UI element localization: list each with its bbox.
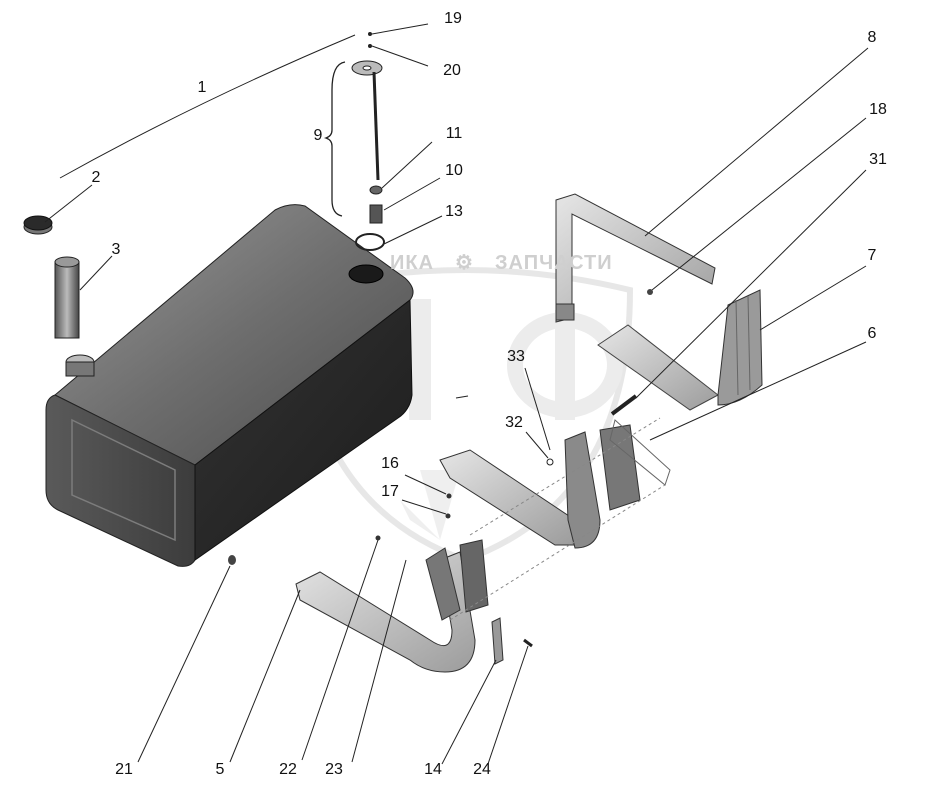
leader-22 — [301, 539, 379, 761]
part-bolt-24 — [523, 638, 533, 648]
leader-17 — [401, 499, 447, 515]
callout-31: 31 — [869, 151, 887, 168]
part-16 — [446, 493, 452, 499]
callout-1: 1 — [197, 79, 207, 96]
leader-10 — [383, 177, 441, 211]
leader-3 — [79, 255, 113, 291]
part-22 — [375, 535, 381, 541]
callout-22: 22 — [279, 761, 297, 778]
callout-21: 21 — [115, 761, 133, 778]
part-lower-bracket — [439, 417, 671, 549]
callout-18: 18 — [869, 101, 887, 118]
part-upper-strap — [555, 193, 716, 323]
leader-line-1 — [59, 34, 356, 179]
callout-7: 7 — [867, 247, 877, 264]
leader-33 — [524, 367, 551, 451]
part-fuel-sender — [351, 32, 385, 251]
gear-icon: ⚙ — [455, 252, 474, 274]
leader-2 — [44, 184, 93, 223]
callout-2: 2 — [91, 169, 101, 186]
part-21 — [228, 555, 236, 565]
direction-mark — [455, 395, 469, 399]
leader-5 — [229, 589, 301, 763]
callout-9: 9 — [313, 127, 323, 144]
callout-3: 3 — [111, 241, 121, 258]
callout-5: 5 — [215, 761, 225, 778]
part-plate-14 — [491, 617, 504, 665]
watermark-text-right: ЗАПЧАСТИ — [495, 252, 613, 274]
leader-14 — [441, 659, 497, 765]
leader-6 — [649, 341, 867, 441]
callout-14: 14 — [424, 761, 442, 778]
callout-6: 6 — [867, 325, 877, 342]
part-filler-tube — [54, 256, 80, 339]
part-cap — [23, 215, 53, 235]
watermark-text-left: ИКА — [390, 252, 435, 274]
callout-20: 20 — [443, 62, 461, 79]
leader-32 — [525, 431, 549, 459]
callout-32: 32 — [505, 414, 523, 431]
leader-31 — [635, 169, 867, 399]
leader-23 — [351, 559, 407, 763]
leader-8 — [644, 47, 869, 237]
callout-33: 33 — [507, 348, 525, 365]
callout-10: 10 — [445, 162, 463, 179]
callout-11: 11 — [445, 125, 463, 142]
part-32 — [546, 458, 554, 466]
callout-17: 17 — [381, 483, 399, 500]
callout-23: 23 — [325, 761, 343, 778]
leader-7 — [759, 265, 867, 331]
leader-16 — [404, 474, 447, 495]
part-bottom-bracket — [295, 484, 666, 673]
leader-21 — [137, 565, 231, 763]
leader-20 — [371, 45, 429, 67]
callout-8: 8 — [867, 29, 877, 46]
leader-18 — [651, 117, 867, 291]
part-small-bolt — [647, 289, 653, 295]
callout-24: 24 — [473, 761, 491, 778]
leader-24 — [487, 645, 529, 765]
leader-19 — [371, 23, 429, 35]
callout-19: 19 — [444, 10, 462, 27]
brace-9 — [323, 61, 346, 217]
part-strap-pad — [597, 289, 763, 411]
fuel-tank — [45, 204, 414, 567]
part-17 — [445, 513, 451, 519]
callout-13: 13 — [445, 203, 463, 220]
leader-13 — [383, 215, 443, 245]
part-screw-31 — [610, 394, 638, 416]
leader-11 — [381, 141, 433, 189]
callout-16: 16 — [381, 455, 399, 472]
